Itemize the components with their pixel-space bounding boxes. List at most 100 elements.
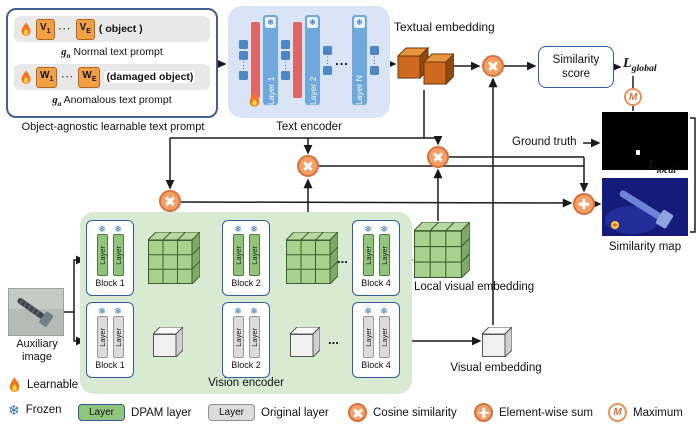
ellipsis: ...: [328, 332, 339, 347]
auxiliary-image: [8, 288, 64, 336]
token-column: ⋮: [369, 45, 379, 75]
block-label: Block 1: [95, 360, 125, 370]
original-layer-bar: Layer: [362, 316, 374, 358]
vision-block-dpam-2: ❄Layer ❄Layer Block 2: [222, 220, 270, 296]
vision-encoder-label: Vision encoder: [208, 377, 284, 389]
snowflake-icon: ❄: [234, 224, 242, 234]
similarity-map-label: Similarity map: [608, 241, 682, 253]
original-layer-chip: Layer: [208, 404, 256, 421]
similarity-map-image: [602, 178, 688, 236]
element-wise-sum-icon: [474, 403, 493, 422]
vision-block-dpam-1: ❄Layer ❄Layer Block 1: [86, 220, 134, 296]
text-encoder-layers: ⋮ ❄ Layer 1 ⋮ ❄ Layer 2 ⋮: [234, 8, 384, 112]
snowflake-icon: ❄: [380, 306, 388, 316]
original-layer-bar: Layer: [96, 316, 108, 358]
encoder-layer-bar: ❄ Layer 2: [305, 15, 321, 105]
ellipsis: ...: [335, 52, 349, 68]
maximum-op: M: [624, 88, 642, 106]
legend-cosine-similarity: Cosine similarity: [348, 403, 457, 422]
snowflake-icon: ❄: [364, 224, 372, 234]
normal-prompt-row: V1 ··· VE ( object ): [14, 16, 210, 42]
original-layer-bar: Layer: [112, 316, 124, 358]
flame-icon: [21, 21, 31, 36]
token-dots: ···: [61, 71, 75, 83]
snowflake-icon: ❄: [234, 306, 242, 316]
maximum-icon: M: [608, 403, 627, 422]
vision-block-orig-2: ❄Layer ❄Layer Block 2: [222, 302, 270, 378]
auxiliary-image-label: Auxiliary image: [16, 338, 58, 364]
flame-icon: [249, 92, 260, 107]
ellipsis: ...: [337, 251, 348, 266]
dpam-layer-bar: Layer: [232, 234, 244, 276]
loss-local-label: Llocal: [648, 158, 677, 176]
text-encoder-label: Text encoder: [276, 121, 342, 133]
original-layer-bar: Layer: [378, 316, 390, 358]
vertical-dots: ⋮: [281, 60, 291, 70]
visual-token-cube: [153, 327, 183, 357]
token-column: ⋮: [281, 40, 291, 80]
dpam-layer-bar: Layer: [96, 234, 108, 276]
learnable-prompt-bar: [249, 22, 261, 107]
ground-truth-image: [602, 112, 688, 170]
token-column: ⋮: [239, 40, 249, 80]
dpam-layer-bar: Layer: [378, 234, 390, 276]
vertical-dots: ⋮: [323, 54, 333, 65]
visual-embedding-cube: [482, 327, 512, 357]
snowflake-icon: ❄: [114, 224, 122, 234]
feature-map-cube: [148, 232, 200, 284]
block-label: Block 1: [95, 278, 125, 288]
encoder-layer-bar: ❄ Layer N: [351, 15, 367, 105]
dpam-layer-bar: Layer: [248, 234, 260, 276]
original-layer-bar: Layer: [232, 316, 244, 358]
snowflake-icon: ❄: [250, 306, 258, 316]
similarity-score-box: Similarity score: [538, 46, 614, 88]
vision-block-orig-1: ❄Layer ❄Layer Block 1: [86, 302, 134, 378]
snowflake-icon: ❄: [98, 306, 106, 316]
anomalous-prompt-row: W1 ··· WE (damaged object): [14, 64, 210, 90]
snowflake-icon: ❄: [250, 224, 258, 234]
flame-icon: [21, 69, 31, 84]
token-w1: W1: [36, 66, 58, 88]
snowflake-icon: ❄: [98, 224, 106, 234]
textual-embedding-label: Textual embedding: [394, 20, 495, 34]
learnable-text-prompt-box: V1 ··· VE ( object ) gn Normal text prom…: [6, 8, 218, 118]
cosine-similarity-op: [159, 190, 181, 212]
vertical-dots: ⋮: [369, 54, 379, 65]
original-layer-bar: Layer: [248, 316, 260, 358]
block-label: Block 4: [361, 360, 391, 370]
vision-block-orig-4: ❄Layer ❄Layer Block 4: [352, 302, 400, 378]
snowflake-icon: ❄: [380, 224, 388, 234]
anomalous-prompt-label: ga Anomalous text prompt: [52, 94, 172, 109]
element-wise-sum-op: [573, 193, 595, 215]
dpam-layer-bar: Layer: [362, 234, 374, 276]
snowflake-icon: ❄: [8, 402, 20, 418]
dpam-layer-bar: Layer: [112, 234, 124, 276]
loss-global-label: Lglobal: [623, 56, 657, 74]
local-visual-embedding-cube: [414, 222, 470, 278]
snowflake-icon: ❄: [265, 17, 277, 28]
token-v1: V1: [36, 18, 55, 40]
vision-block-dpam-4: ❄Layer ❄Layer Block 4: [352, 220, 400, 296]
flame-icon: [9, 377, 20, 392]
token-column: ⋮: [323, 45, 333, 75]
encoder-layer-bar: ❄ Layer 1: [263, 15, 279, 105]
visual-embedding-label: Visual embedding: [450, 362, 542, 374]
block-label: Block 2: [231, 278, 261, 288]
block-label: Block 4: [361, 278, 391, 288]
anomaly-dot: [636, 150, 640, 155]
ground-truth-label: Ground truth: [512, 136, 577, 148]
snowflake-icon: ❄: [353, 17, 365, 28]
local-visual-embedding-label: Local visual embedding: [414, 281, 535, 293]
snowflake-icon: ❄: [114, 306, 122, 316]
cosine-similarity-op: [297, 155, 319, 177]
snowflake-icon: ❄: [364, 306, 372, 316]
token-ve: VE: [75, 18, 95, 40]
cosine-similarity-op: [427, 146, 449, 168]
snowflake-icon: ❄: [307, 17, 319, 28]
textual-embedding-cubes: [396, 46, 454, 86]
token-dots: ···: [58, 23, 72, 35]
legend-frozen: ❄ Frozen: [8, 402, 62, 418]
legend-learnable: Learnable: [8, 377, 78, 393]
legend-maximum: M Maximum: [608, 403, 683, 422]
